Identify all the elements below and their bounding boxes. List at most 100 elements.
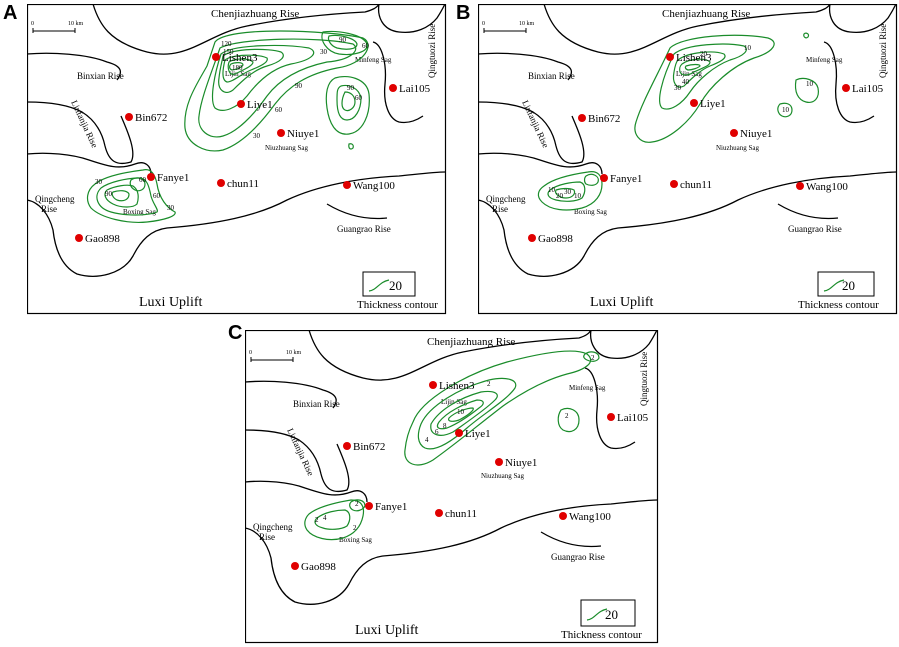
well-chun11[interactable]: chun11 bbox=[217, 178, 259, 190]
well-liye1[interactable]: Liye1 bbox=[237, 99, 273, 111]
svg-text:90: 90 bbox=[295, 82, 303, 90]
svg-text:20: 20 bbox=[556, 192, 564, 200]
svg-text:Niuye1: Niuye1 bbox=[505, 457, 537, 469]
svg-text:Luxi Uplift: Luxi Uplift bbox=[355, 623, 418, 638]
luxi-label: Luxi Uplift bbox=[139, 295, 202, 310]
well-lai105[interactable]: Lai105 bbox=[389, 83, 431, 95]
contours-b bbox=[537, 32, 819, 211]
svg-text:10: 10 bbox=[782, 106, 790, 114]
well-bin672[interactable]: Bin672 bbox=[343, 441, 385, 453]
chenjiazhuang-boundary bbox=[92, 4, 380, 55]
svg-text:Minfeng Sag: Minfeng Sag bbox=[569, 384, 606, 392]
contour-labels-a: 30 60 90 180 150 120 90 60 30 60 90 30 6… bbox=[95, 36, 370, 212]
svg-text:30: 30 bbox=[564, 188, 572, 196]
svg-text:10 km: 10 km bbox=[286, 350, 302, 356]
legend: 20 Thickness contour bbox=[357, 271, 438, 311]
well-fanye1[interactable]: Fanye1 bbox=[600, 173, 642, 185]
legend-value: 20 bbox=[389, 278, 402, 293]
well-gao898[interactable]: Gao898 bbox=[528, 233, 573, 245]
legend: 20 Thickness contour bbox=[561, 599, 642, 641]
svg-text:Liye1: Liye1 bbox=[700, 98, 726, 110]
svg-text:Gao898: Gao898 bbox=[85, 233, 120, 245]
well-gao898[interactable]: Gao898 bbox=[75, 233, 120, 245]
well-niuye1[interactable]: Niuye1 bbox=[730, 128, 772, 140]
well-niuye1[interactable]: Niuye1 bbox=[495, 457, 537, 469]
svg-text:2: 2 bbox=[315, 516, 319, 524]
svg-text:Boxing Sag: Boxing Sag bbox=[339, 536, 372, 544]
svg-text:10: 10 bbox=[457, 408, 465, 416]
svg-text:0: 0 bbox=[482, 21, 485, 27]
svg-text:90: 90 bbox=[105, 190, 113, 198]
svg-text:Lishen3: Lishen3 bbox=[222, 52, 258, 64]
svg-text:10: 10 bbox=[574, 192, 582, 200]
svg-text:20: 20 bbox=[605, 607, 618, 622]
well-chun11[interactable]: chun11 bbox=[670, 179, 712, 191]
binxian-boundary-top bbox=[27, 52, 122, 81]
scale-bar: 0 10 km bbox=[31, 21, 84, 33]
well-lai105[interactable]: Lai105 bbox=[842, 83, 884, 95]
svg-text:Guangrao Rise: Guangrao Rise bbox=[551, 552, 605, 562]
svg-text:chun11: chun11 bbox=[227, 178, 259, 190]
legend-label: Thickness contour bbox=[357, 299, 438, 311]
svg-text:Wang100: Wang100 bbox=[569, 511, 611, 523]
well-lai105[interactable]: Lai105 bbox=[607, 412, 649, 424]
panel-letter-a: A bbox=[3, 2, 18, 24]
scale-km: 10 km bbox=[68, 21, 84, 27]
svg-text:20: 20 bbox=[842, 278, 855, 293]
well-lishen3[interactable]: Lishen3 bbox=[212, 52, 258, 64]
svg-text:Thickness contour: Thickness contour bbox=[561, 629, 642, 641]
contours-c bbox=[304, 350, 600, 541]
well-fanye1[interactable]: Fanye1 bbox=[147, 172, 189, 184]
svg-text:60: 60 bbox=[275, 106, 283, 114]
svg-text:Rise: Rise bbox=[259, 532, 275, 542]
svg-text:Qingcheng: Qingcheng bbox=[486, 194, 526, 204]
svg-text:90: 90 bbox=[339, 36, 347, 44]
svg-text:10 km: 10 km bbox=[519, 21, 535, 27]
well-wang100[interactable]: Wang100 bbox=[343, 180, 395, 192]
well-bin672[interactable]: Bin672 bbox=[125, 112, 167, 124]
binxian-label: Binxian Rise bbox=[77, 71, 124, 81]
svg-text:Liye1: Liye1 bbox=[465, 428, 491, 440]
svg-text:Minfeng Sag: Minfeng Sag bbox=[806, 56, 843, 64]
well-wang100[interactable]: Wang100 bbox=[559, 511, 611, 523]
svg-text:Fanye1: Fanye1 bbox=[157, 172, 189, 184]
svg-text:Rise: Rise bbox=[492, 204, 508, 214]
svg-text:20: 20 bbox=[700, 50, 708, 58]
qingtuozi-label: Qingtuozi Rise bbox=[427, 24, 437, 78]
svg-text:60: 60 bbox=[139, 176, 147, 184]
qingcheng-label-2: Rise bbox=[41, 204, 57, 214]
well-bin672[interactable]: Bin672 bbox=[578, 113, 620, 125]
well-niuye1[interactable]: Niuye1 bbox=[277, 128, 319, 140]
qingtuozi-boundary bbox=[372, 41, 424, 124]
linfanjia-boundary bbox=[27, 101, 134, 165]
well-chun11[interactable]: chun11 bbox=[435, 508, 477, 520]
qingcheng-label-1: Qingcheng bbox=[35, 194, 75, 204]
svg-text:Lai105: Lai105 bbox=[617, 412, 649, 424]
svg-text:30: 30 bbox=[95, 178, 103, 186]
svg-text:0: 0 bbox=[249, 350, 252, 356]
well-liye1[interactable]: Liye1 bbox=[690, 98, 726, 110]
svg-text:Niuzhuang Sag: Niuzhuang Sag bbox=[481, 472, 524, 480]
svg-text:Gao898: Gao898 bbox=[538, 233, 573, 245]
luxi-boundary bbox=[27, 171, 446, 277]
svg-text:40: 40 bbox=[682, 78, 690, 86]
qingcheng-top-boundary bbox=[27, 152, 152, 175]
well-liye1[interactable]: Liye1 bbox=[455, 428, 491, 440]
well-fanye1[interactable]: Fanye1 bbox=[365, 501, 407, 513]
well-lishen3[interactable]: Lishen3 bbox=[429, 380, 475, 392]
svg-text:2: 2 bbox=[591, 354, 595, 362]
map-panel-b: 0 10 km Chenjiazhuang Rise Qingtuozi Ris… bbox=[478, 4, 898, 315]
svg-text:150: 150 bbox=[223, 48, 234, 56]
contours-a bbox=[86, 30, 370, 223]
well-gao898[interactable]: Gao898 bbox=[291, 561, 336, 573]
svg-text:Bin672: Bin672 bbox=[353, 441, 385, 453]
map-panel-a: 0 10 km Chenjiazhuang Rise Qingtuozi Ris… bbox=[27, 4, 447, 315]
svg-text:Boxing Sag: Boxing Sag bbox=[574, 208, 607, 216]
scale-zero: 0 bbox=[31, 21, 34, 27]
well-wang100[interactable]: Wang100 bbox=[796, 181, 848, 193]
svg-text:6: 6 bbox=[435, 428, 439, 436]
svg-text:Bin672: Bin672 bbox=[588, 113, 620, 125]
scale-bar: 0 10 km bbox=[482, 21, 535, 33]
well-lishen3[interactable]: Lishen3 bbox=[666, 52, 712, 64]
svg-text:Qingtuozi Rise: Qingtuozi Rise bbox=[878, 24, 888, 78]
